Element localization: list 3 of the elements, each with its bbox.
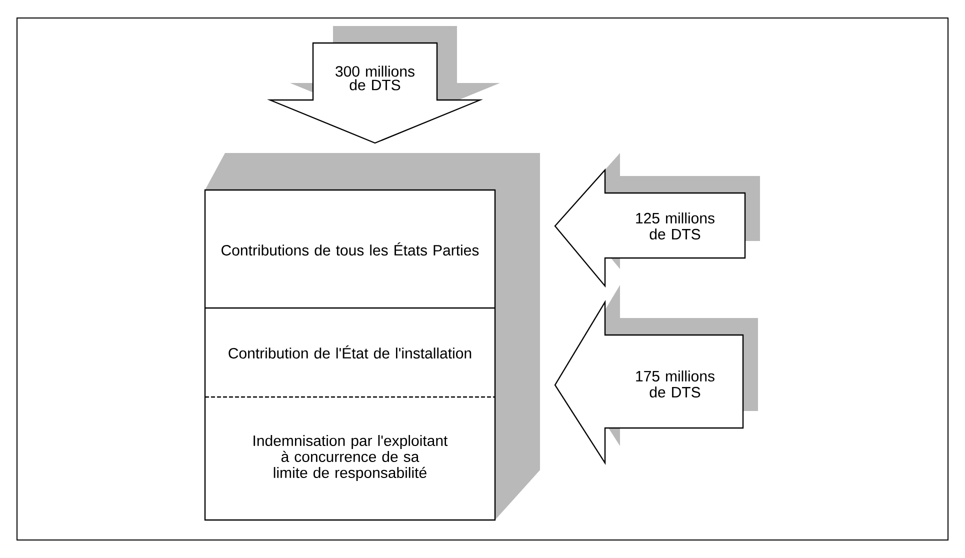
box-text: Contributions de tous les États Parties xyxy=(222,242,479,256)
box-text: Indemnisation par l'exploitant à concurrence de sa limite de responsabilité xyxy=(254,435,448,481)
box-text: Contribution de l'État de l'installation xyxy=(228,345,472,359)
